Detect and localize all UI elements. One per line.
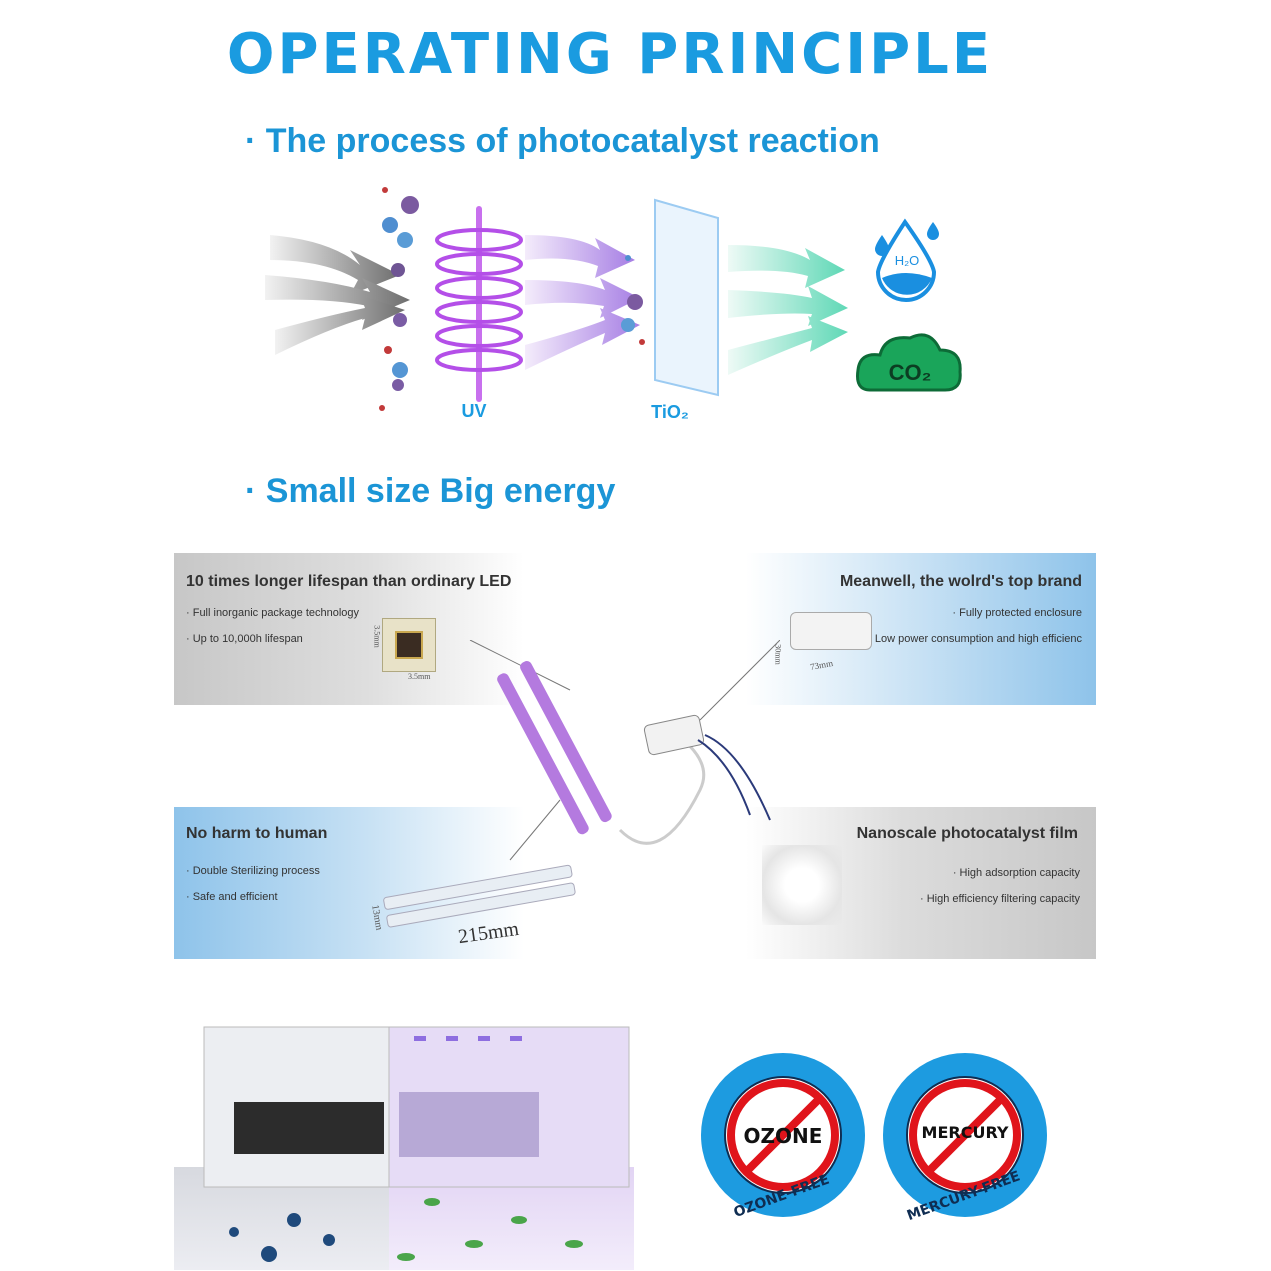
- panel-item: · Safe and efficient: [186, 891, 278, 903]
- h2o-label: H₂O: [895, 253, 920, 268]
- led-dim-height: 3.5mm: [372, 625, 382, 648]
- section-title-small-size: · Small size Big energy: [245, 472, 616, 510]
- driver-image: [790, 612, 872, 650]
- panel-heading: Meanwell, the wolrd's top brand: [839, 573, 1082, 590]
- uv-lamp-coil: [435, 206, 523, 402]
- mercury-word: MERCURY: [922, 1123, 1009, 1142]
- air-conditioner-image: [174, 1026, 634, 1270]
- uv-strip-image: [383, 864, 576, 928]
- panel-item: · High efficiency filtering capacity: [920, 893, 1080, 905]
- mercury-free-badge: MERCURY MERCURY-FREE: [883, 1053, 1047, 1220]
- panel-led-lifespan: 10 times longer lifespan than ordinary L…: [174, 553, 524, 705]
- co2-cloud-icon: [856, 333, 962, 392]
- panel-heading: Nanoscale photocatalyst film: [856, 825, 1078, 842]
- co2-label: CO₂: [889, 360, 932, 385]
- pollutant-particles: [379, 187, 419, 411]
- panel-item: · Double Sterilizing process: [186, 865, 320, 877]
- ozone-word: OZONE: [744, 1124, 823, 1148]
- section-title-photocatalyst: · The process of photocatalyst reaction: [245, 122, 880, 160]
- tio2-label: TiO₂: [651, 402, 689, 422]
- uv-module-image: [469, 640, 780, 861]
- panel-item: · Up to 10,000h lifespan: [186, 633, 303, 645]
- clean-air-arrows: [728, 245, 848, 375]
- panel-item: · Fully protected enclosure: [952, 607, 1082, 619]
- film-image: [762, 845, 842, 925]
- ozone-free-badge: OZONE OZONE-FREE: [701, 1053, 865, 1220]
- uv-treated-air-arrows: [525, 235, 640, 370]
- uv-label: UV: [461, 401, 486, 421]
- panel-item: · Low power consumption and high efficie…: [868, 633, 1082, 645]
- panel-heading: 10 times longer lifespan than ordinary L…: [186, 573, 512, 590]
- panel-heading: No harm to human: [186, 825, 328, 842]
- main-title: OPERATING PRINCIPLE: [226, 22, 994, 87]
- tio2-film: [654, 198, 719, 397]
- photocatalyst-diagram: UV TiO₂ H₂O CO₂: [265, 187, 962, 422]
- panel-item: · High adsorption capacity: [952, 867, 1080, 879]
- led-dim-width: 3.5mm: [408, 672, 431, 681]
- water-drop-icon: [875, 218, 939, 302]
- panel-item: · Full inorganic package technology: [186, 607, 360, 619]
- led-chip-image: [382, 618, 436, 672]
- polluted-air-arrows: [265, 235, 410, 355]
